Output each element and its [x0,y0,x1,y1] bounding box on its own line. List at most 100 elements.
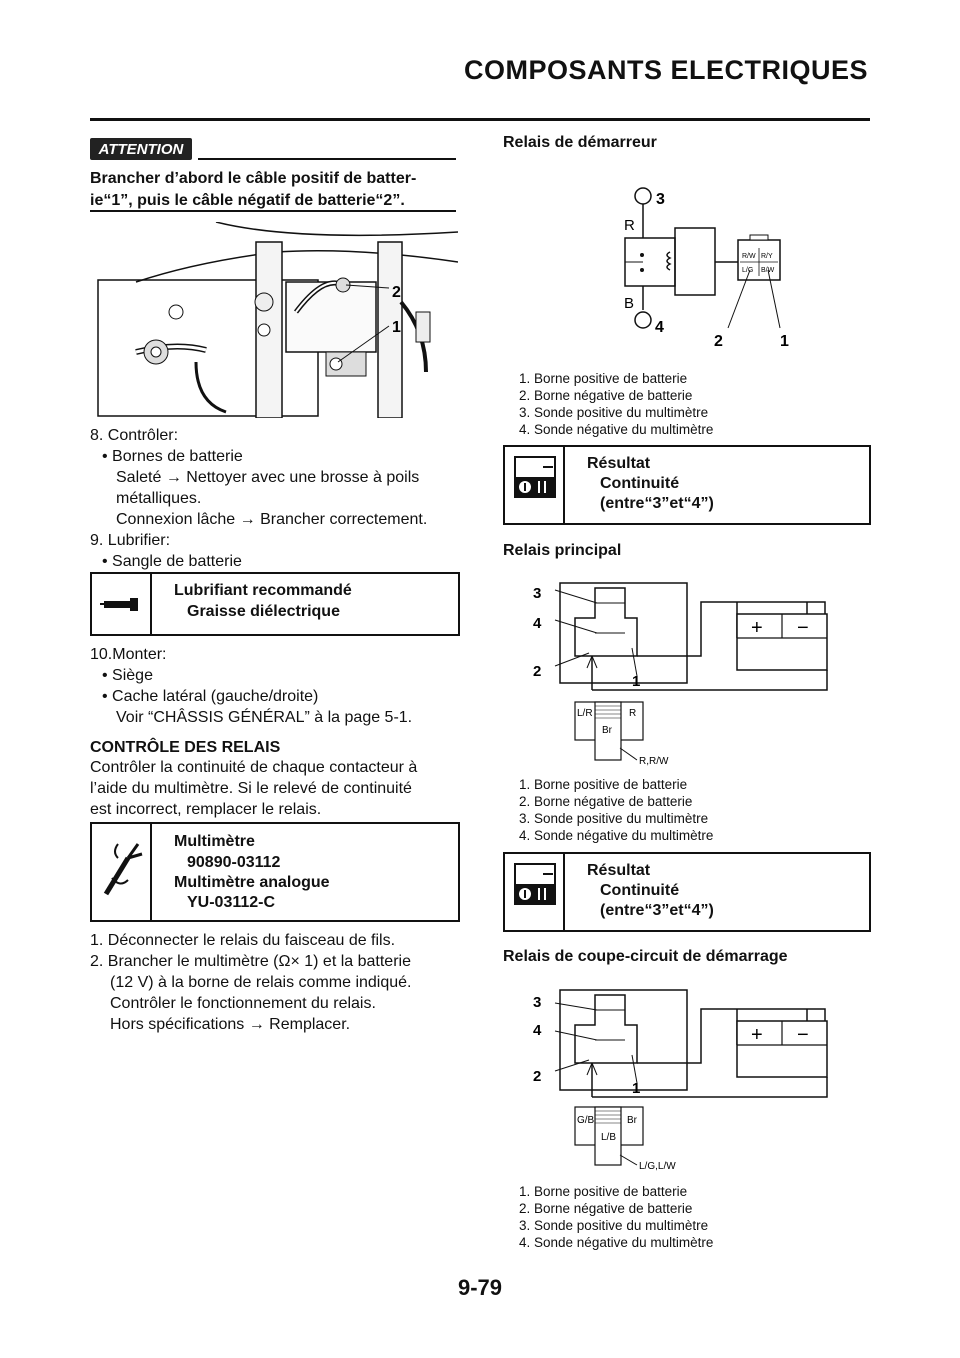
main-caption-3: 3. Sonde positive du multimètre [519,811,709,826]
starter-label-b: B [624,295,634,312]
step-10-bullet2: • Cache latéral (gauche/droite) [102,688,319,705]
tool-2-number: YU-03112-C [187,894,276,911]
main-battery-minus: − [797,617,809,639]
result-1-title: Résultat [587,455,651,472]
starter-caption-4: 4. Sonde négative du multimètre [519,422,714,437]
step-10-bullet1: • Siège [102,667,153,684]
relay-check-section: CONTRÔLE DES RELAIS Contrôler la continu… [90,739,470,820]
step-10: 10.Monter: • Siège • Cache latéral (gauc… [90,644,470,728]
starter-relay-captions: 1. Borne positive de batterie 2. Borne n… [519,370,713,438]
main-caption-2: 2. Borne négative de batterie [519,794,693,809]
step-8-line1: Saleté → Nettoyer avec une brosse à poil… [116,469,420,486]
step-10-ref: Voir “CHÂSSIS GÉNÉRAL” à la page 5-1. [116,709,413,726]
photo-callout-2: 2 [392,284,401,301]
main-label-3: 3 [533,585,541,602]
main-label-4: 4 [533,615,542,632]
starter-relay-diagram: R/W R/Y L/G B/W 3 R B 4 2 1 [624,187,789,350]
cutoff-conn-lb: L/B [601,1132,616,1143]
step-9-title: 9. Lubrifier: [90,532,171,549]
result-box-1: Résultat Continuité (entre“3”et“4”) [503,445,871,525]
main-caption-1: 1. Borne positive de batterie [519,777,688,792]
attention-text: Brancher d’abord le câble positif de bat… [90,168,460,212]
cutoff-relay-diagram: + − 3 4 2 1 G/B Br L/B L/G,L/W [533,989,828,1172]
lubricant-title: Lubrifiant recommandé [174,582,352,599]
instruction-2c: Contrôler le fonctionnement du relais. [110,995,376,1012]
cutoff-caption-1: 1. Borne positive de batterie [519,1184,688,1199]
attention-badge: ATTENTION [90,138,192,160]
main-battery-plus: + [751,617,763,639]
page-header-title: COMPOSANTS ELECTRIQUES [463,55,868,85]
main-label-1: 1 [632,673,640,690]
main-caption-4: 4. Sonde négative du multimètre [519,828,714,843]
instruction-1: 1. Déconnecter le relais du faisceau de … [90,932,396,949]
step-8-title: 8. Contrôler: [90,427,179,444]
lubricant-value: Graisse diélectrique [187,603,340,620]
step-9-bullet: • Sangle de batterie [102,553,242,570]
relay-instructions: 1. Déconnecter le relais du faisceau de … [90,930,470,1035]
relay-check-p2: l’aide du multimètre. Si le relevé de co… [90,780,412,797]
main-relay-captions: 1. Borne positive de batterie 2. Borne n… [519,776,713,844]
multimeter-tool-box: Multimètre 90890-03112 Multimètre analog… [90,822,460,922]
starter-conn-ry: R/Y [761,253,773,260]
instruction-2b: (12 V) à la borne de relais comme indiqu… [110,974,412,991]
tool-1-name: Multimètre [174,833,255,850]
result-2-title: Résultat [587,862,651,879]
main-conn-lr: L/R [577,708,593,719]
cutoff-battery-plus: + [751,1024,763,1046]
step-8-line2: métalliques. [116,490,202,507]
step-8-line3: Connexion lâche → Brancher correctement. [116,511,428,528]
main-conn-r: R [629,708,636,719]
lubricant-spec-box: Lubrifiant recommandé Graisse diélectriq… [90,572,460,636]
grease-gun-icon [100,598,138,611]
result-box-2: Résultat Continuité (entre“3”et“4”) [503,852,871,932]
cutoff-wire-label: L/G,L/W [639,1161,676,1172]
instruction-2d: Hors spécifications → Remplacer. [110,1016,351,1033]
cutoff-label-3: 3 [533,994,541,1011]
cutoff-caption-4: 4. Sonde négative du multimètre [519,1235,714,1250]
step-8-bullet: • Bornes de batterie [102,448,243,465]
starter-relay-title: Relais de démarreur [503,134,657,151]
starter-label-3: 3 [656,191,665,208]
starter-caption-3: 3. Sonde positive du multimètre [519,405,709,420]
starter-label-2: 2 [714,333,723,350]
battery-terminal-illustration: 2 1 [96,221,459,419]
tool-1-number: 90890-03112 [187,854,281,871]
main-label-2: 2 [533,663,541,680]
relay-check-p1: Contrôler la continuité de chaque contac… [90,759,418,776]
result-2-line1: Continuité [600,882,680,899]
attention-rule [90,210,456,212]
main-conn-br: Br [602,725,613,736]
cutoff-caption-2: 2. Borne négative de batterie [519,1201,693,1216]
step-8: 8. Contrôler: • Bornes de batterie Salet… [90,425,470,572]
relay-check-heading: CONTRÔLE DES RELAIS [90,739,281,756]
main-wire-label: R,R/W [639,756,669,767]
main-relay-title: Relais principal [503,542,622,559]
attention-line-1: Brancher d’abord le câble positif de bat… [90,170,417,187]
photo-callout-1: 1 [392,319,401,336]
main-relay-diagram: + − 3 4 2 1 L/R R Br R,R/W [533,582,828,767]
cutoff-relay-title: Relais de coupe-circuit de démarrage [503,948,788,965]
result-1-line2: (entre“3”et“4”) [600,495,714,512]
step-10-title: 10.Monter: [90,646,167,663]
attention-line-2: ie“1”, puis le câble négatif de batterie… [90,192,405,209]
relay-check-p3: est incorrect, remplacer le relais. [90,801,322,818]
multimeter-icon [514,456,556,498]
multimeter-icon [514,863,556,905]
attention-line [198,158,456,160]
cutoff-conn-br: Br [627,1115,638,1126]
starter-conn-lg: L/G [742,267,753,274]
cutoff-label-4: 4 [533,1022,542,1039]
starter-label-4: 4 [655,319,664,336]
cutoff-relay-captions: 1. Borne positive de batterie 2. Borne n… [519,1183,713,1251]
starter-label-r: R [624,217,635,234]
cutoff-label-2: 2 [533,1068,541,1085]
tool-icon [103,843,143,896]
header-rule [90,118,870,121]
starter-conn-rw: R/W [742,253,756,260]
starter-caption-2: 2. Borne négative de batterie [519,388,693,403]
result-1-line1: Continuité [600,475,680,492]
cutoff-caption-3: 3. Sonde positive du multimètre [519,1218,709,1233]
cutoff-conn-gb: G/B [577,1115,595,1126]
page-number: 9-79 [457,1275,503,1300]
cutoff-battery-minus: − [797,1024,809,1046]
